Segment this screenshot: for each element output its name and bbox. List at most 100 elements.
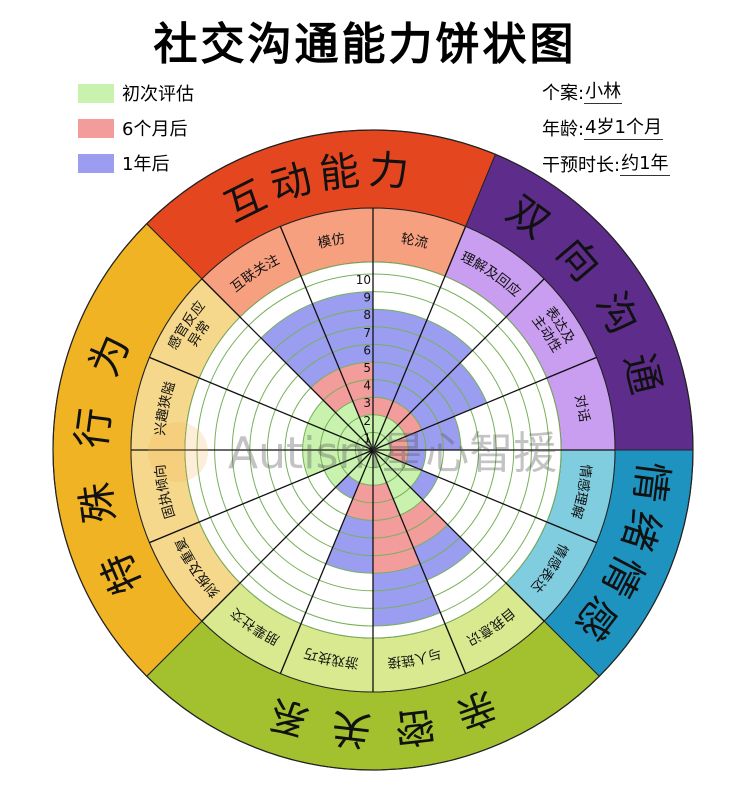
watermark: Autism星心智援	[148, 422, 557, 482]
tick-label: 4	[363, 379, 371, 393]
bar-1-year	[324, 450, 373, 488]
bar-initial	[335, 401, 373, 450]
subcategory-label: 轮流	[400, 231, 430, 252]
bar-1-year	[307, 400, 373, 450]
subcategory-cell	[279, 207, 374, 277]
info-label: 年龄:	[542, 119, 585, 140]
subcategory-label-text: 轮流	[400, 231, 430, 252]
bar-6-months	[373, 450, 421, 574]
chart-title: 社交沟通能力饼状图	[153, 19, 577, 70]
bar-6-months	[373, 450, 409, 464]
bar-6-months	[348, 450, 373, 483]
category-band-1	[464, 153, 694, 451]
bar-6-months	[373, 450, 422, 488]
category-label-text: 亲密关系	[243, 681, 482, 753]
subcategory-label: 感官反应	[164, 297, 208, 352]
subcategory-label: 模仿	[316, 231, 346, 252]
bar-6-months	[373, 397, 394, 450]
bar-1-year	[373, 309, 427, 450]
bar-6-months	[373, 401, 411, 450]
subcategory-cell	[201, 582, 302, 675]
sector-divider	[149, 449, 374, 544]
grid-ring	[302, 379, 444, 521]
subcategory-label: 情感表达	[527, 541, 571, 596]
sector-divider	[372, 226, 467, 451]
sector-divider	[372, 278, 545, 451]
legend-item-1-year: 1年后	[78, 153, 170, 175]
watermark-text: Autism星心智援	[228, 428, 557, 479]
tick-label: 3	[363, 396, 371, 410]
bar-initial	[373, 450, 422, 488]
bar-initial	[359, 450, 373, 486]
bar-6-months	[339, 362, 373, 450]
legend-swatch-6-months	[78, 118, 114, 138]
info-value: 约1年	[620, 152, 670, 176]
category-band-2	[543, 449, 694, 677]
subcategory-label-text: 主动性	[528, 312, 564, 355]
subcategory-label-text: 对话	[571, 393, 592, 423]
bar-initial	[373, 450, 387, 486]
category-label: 特殊行为	[69, 299, 151, 600]
info-value: 4岁1个月	[584, 116, 663, 140]
sector-divider	[201, 278, 374, 451]
legend-item-initial: 初次评估	[78, 83, 194, 105]
bar-initial	[373, 414, 387, 450]
info-age: 年龄: 4岁1个月	[542, 116, 663, 140]
bar-1-year	[373, 319, 473, 450]
bar-initial	[302, 450, 373, 477]
bar-1-year	[325, 450, 373, 574]
bar-6-months	[302, 450, 373, 477]
bar-6-months	[373, 450, 448, 548]
subcategory-label-text: 与人链接	[387, 644, 444, 671]
bar-initial	[373, 450, 391, 457]
category-band-3	[146, 620, 600, 771]
subcategory-cell	[148, 521, 241, 622]
subcategory-label: 主动性	[528, 312, 564, 355]
legend-item-6-months: 6个月后	[78, 118, 188, 140]
bar-initial	[324, 450, 373, 488]
tick-label: 7	[363, 326, 371, 340]
bar-1-year	[373, 450, 439, 500]
category-label: 互动能力	[217, 147, 417, 231]
grid-ring	[249, 326, 497, 574]
bar-6-months	[373, 436, 409, 450]
tick-label: 9	[363, 291, 371, 305]
category-label: 情绪情感	[561, 459, 675, 653]
grid-ring	[284, 361, 462, 539]
info-value: 小林	[584, 80, 623, 104]
subcategory-label-text: 理解及回应	[458, 249, 524, 300]
subcategory-cell	[372, 623, 467, 693]
grid-ring	[337, 414, 409, 486]
category-label-text: 情绪情感	[561, 459, 668, 653]
bar-1-year	[373, 416, 461, 450]
sector-divider	[279, 226, 374, 451]
subcategory-label-text: 感官反应	[164, 297, 208, 352]
subcategory-label-text: 互联关注	[228, 252, 282, 296]
bar-1-year	[302, 423, 373, 450]
subcategory-label: 异常	[185, 318, 213, 350]
legend-label: 6个月后	[122, 119, 188, 140]
sector-divider	[149, 356, 374, 451]
bar-6-months	[373, 412, 422, 450]
bar-initial	[373, 443, 391, 450]
subcategory-label-text: 异常	[185, 318, 213, 350]
subcategory-label-text: 游戏技巧	[303, 644, 360, 670]
subcategory-label: 固执倾向	[152, 464, 178, 521]
subcategory-cell	[130, 356, 200, 451]
grid-ring	[196, 273, 550, 627]
subcategory-label: 理解及回应	[458, 249, 524, 300]
subcategory-label: 互联关注	[228, 252, 282, 296]
bar-1-year	[260, 303, 373, 450]
sector-divider	[372, 449, 545, 622]
subcategory-cell	[372, 207, 467, 277]
category-band-0	[146, 129, 497, 280]
grid-ring	[266, 343, 480, 557]
bar-1-year	[302, 450, 373, 477]
subcategory-cell	[130, 449, 200, 544]
legend-label: 1年后	[122, 154, 170, 175]
legend-swatch-initial	[78, 83, 114, 103]
bar-initial	[307, 400, 373, 450]
category-label: 双向沟通	[498, 187, 674, 421]
info-label: 干预时长:	[542, 155, 621, 176]
